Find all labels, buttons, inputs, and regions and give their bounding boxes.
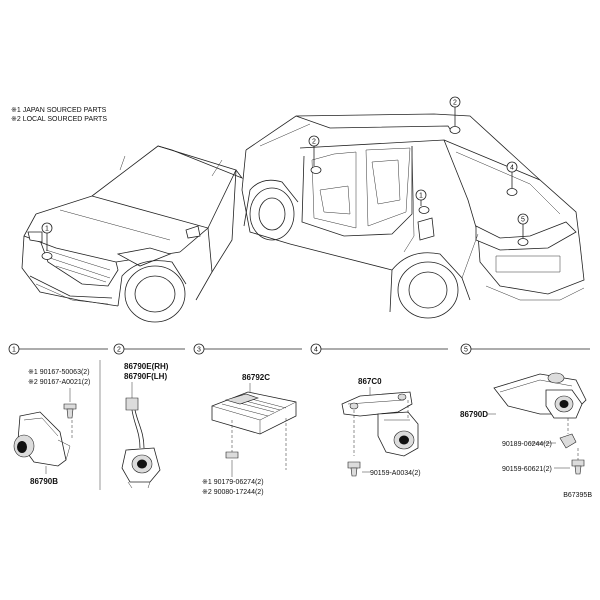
section-2-parts: 86790E(RH) 86790F(LH) [121, 362, 169, 489]
front-vehicle-illustration [21, 145, 244, 323]
callout-1-rear: 1 [419, 193, 423, 200]
section-headers: 1 2 3 4 5 [8, 343, 590, 355]
part-90159-60621: 90159-60621(2) [502, 466, 552, 473]
note-japan: ※1 JAPAN SOURCED PARTS [11, 107, 107, 114]
part-867c0: 867C0 [358, 377, 382, 386]
callout-2-side: 2 [312, 139, 316, 146]
vehicle-callouts: 1 2 2 1 4 5 [41, 96, 529, 260]
part-90167-a0021: ※2 90167-A0021(2) [28, 379, 90, 386]
section-1-number: 1 [12, 347, 16, 354]
section-1-parts: ※1 90167-50063(2) ※2 90167-A0021(2) 8679… [13, 360, 101, 490]
callout-5: 5 [521, 217, 525, 224]
note-local: ※2 LOCAL SOURCED PARTS [11, 116, 107, 123]
part-86790f-lh: 86790F(LH) [124, 372, 167, 381]
part-90179-06274: ※1 90179-06274(2) [202, 479, 264, 486]
section-4-number: 4 [314, 347, 318, 354]
drawing-id: B67395B [563, 492, 592, 499]
section-5-parts: 86790D 90189-06244(2) 90159-60621(2) [460, 372, 587, 475]
part-86790d: 86790D [460, 410, 488, 419]
part-90159-a0034: 90159-A0034(2) [370, 470, 421, 477]
section-3-number: 3 [197, 347, 201, 354]
section-5-number: 5 [464, 347, 468, 354]
part-86790b: 86790B [30, 477, 58, 486]
section-3-parts: 86792C ※1 90179-06274(2) ※2 90080-17244(… [202, 373, 297, 496]
section-4-parts: 867C0 90159-A0034(2) [341, 377, 421, 477]
part-90080-17244: ※2 90080-17244(2) [202, 489, 264, 496]
part-90167-50063: ※1 90167-50063(2) [28, 369, 90, 376]
part-86790e-rh: 86790E(RH) [124, 362, 169, 371]
callout-1-front: 1 [45, 226, 49, 233]
part-86792c: 86792C [242, 373, 270, 382]
part-90189-06244: 90189-06244(2) [502, 441, 552, 448]
callout-2-roof: 2 [453, 100, 457, 107]
rear-vehicle-illustration [241, 113, 585, 319]
callout-4: 4 [510, 165, 514, 172]
section-2-number: 2 [117, 347, 121, 354]
